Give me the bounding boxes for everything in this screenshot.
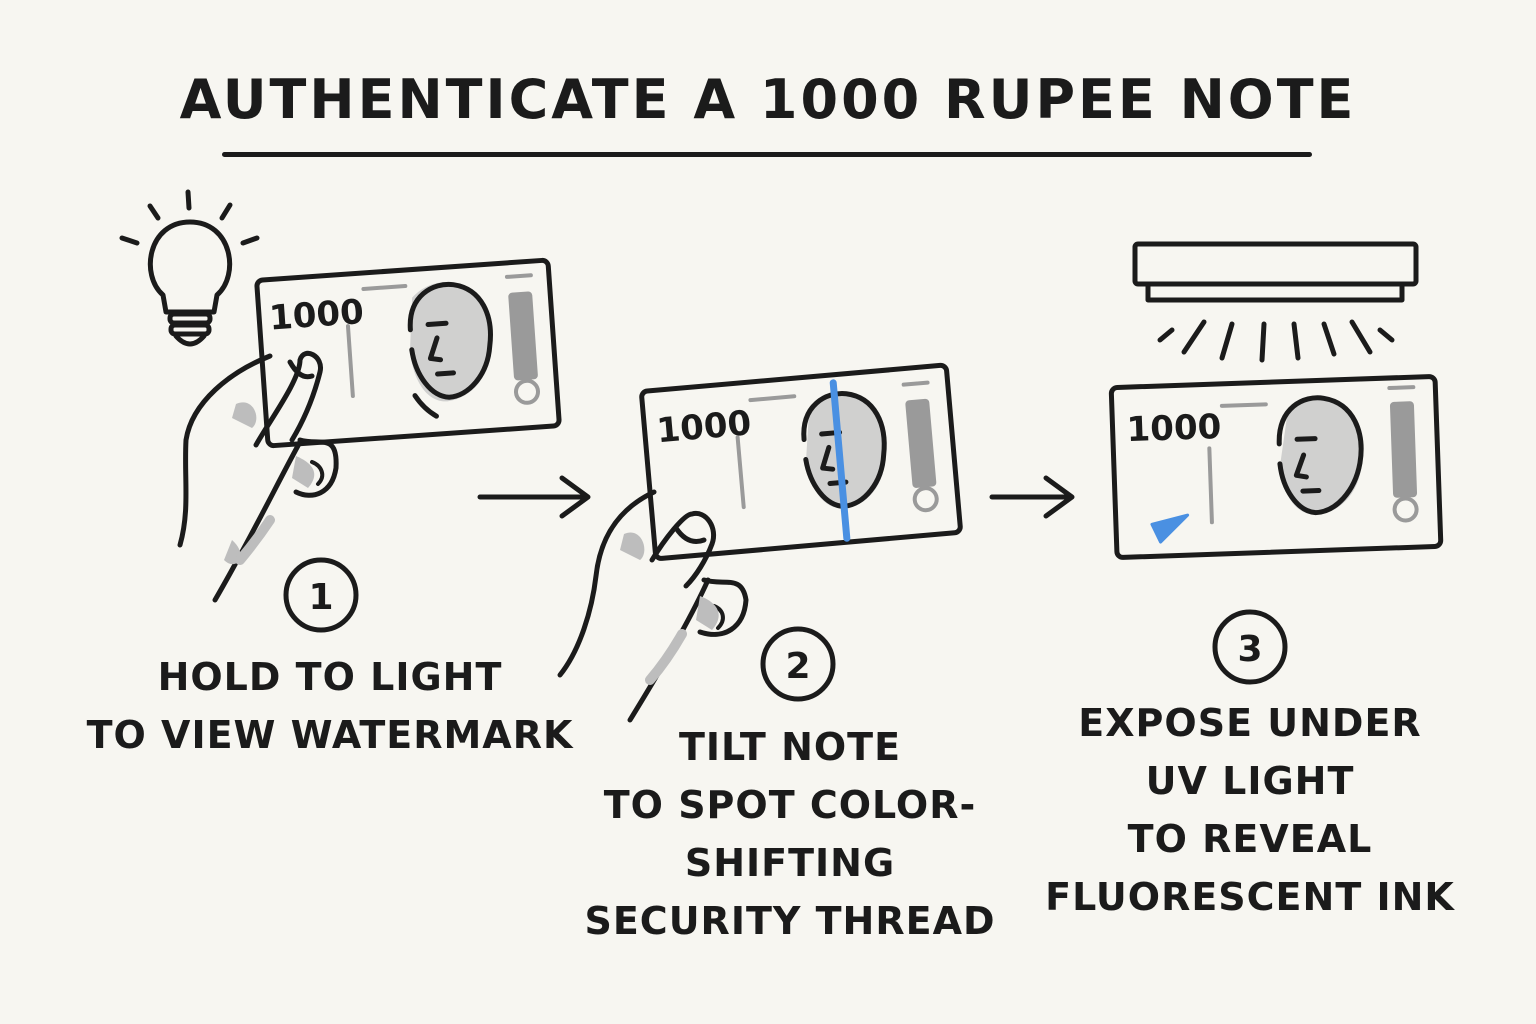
banknote-2: 1000 bbox=[639, 362, 963, 561]
step-3-number-badge bbox=[1212, 609, 1288, 685]
title-underline bbox=[222, 152, 1312, 157]
hand-tilting-note-icon bbox=[557, 489, 749, 723]
uv-lamp-icon bbox=[1132, 241, 1419, 363]
step-2-caption-line: TILT NOTE bbox=[678, 725, 902, 769]
step-2-caption-line: SECURITY THREAD bbox=[584, 899, 996, 943]
step-2-caption-line: SHIFTING bbox=[684, 841, 896, 885]
portrait-icon bbox=[1276, 395, 1364, 516]
step-2-number-badge bbox=[760, 626, 836, 702]
banknote-3: 1000 bbox=[1108, 374, 1444, 560]
step-3-caption-line: FLUORESCENT INK bbox=[1045, 875, 1455, 919]
step-2-number: 2 bbox=[785, 646, 810, 687]
note-1-denomination: 1000 bbox=[268, 292, 365, 339]
arrow-right-icon bbox=[989, 475, 1075, 519]
banknote-1: 1000 bbox=[254, 257, 562, 449]
step-3-caption-line: EXPOSE UNDER bbox=[1078, 701, 1422, 745]
portrait-watermark-icon bbox=[407, 281, 493, 419]
security-thread bbox=[829, 379, 851, 542]
step-1-caption-line: TO VIEW WATERMARK bbox=[86, 713, 574, 757]
step-1-caption: HOLD TO LIGHT TO VIEW WATERMARK bbox=[80, 648, 580, 764]
step-3-caption: EXPOSE UNDER UV LIGHT TO REVEAL FLUORESC… bbox=[1000, 694, 1500, 926]
page-title: AUTHENTICATE A 1000 RUPEE NOTE bbox=[179, 68, 1357, 131]
step-3-number: 3 bbox=[1237, 629, 1262, 670]
arrow-right-icon bbox=[477, 475, 591, 519]
note-3-denomination: 1000 bbox=[1126, 407, 1222, 450]
hand-holding-note-icon bbox=[177, 350, 339, 603]
step-3-caption-line: UV LIGHT bbox=[1145, 759, 1355, 803]
step-2-caption: TILT NOTE TO SPOT COLOR- SHIFTING SECURI… bbox=[540, 718, 1040, 950]
step-3-caption-line: TO REVEAL bbox=[1127, 817, 1373, 861]
fluorescent-ink-mark bbox=[1150, 513, 1190, 544]
light-bulb-icon bbox=[119, 189, 260, 347]
step-1-number-badge bbox=[283, 557, 359, 633]
step-1-number: 1 bbox=[308, 577, 333, 618]
step-1-caption-line: HOLD TO LIGHT bbox=[157, 655, 503, 699]
step-2-caption-line: TO SPOT COLOR- bbox=[603, 783, 977, 827]
